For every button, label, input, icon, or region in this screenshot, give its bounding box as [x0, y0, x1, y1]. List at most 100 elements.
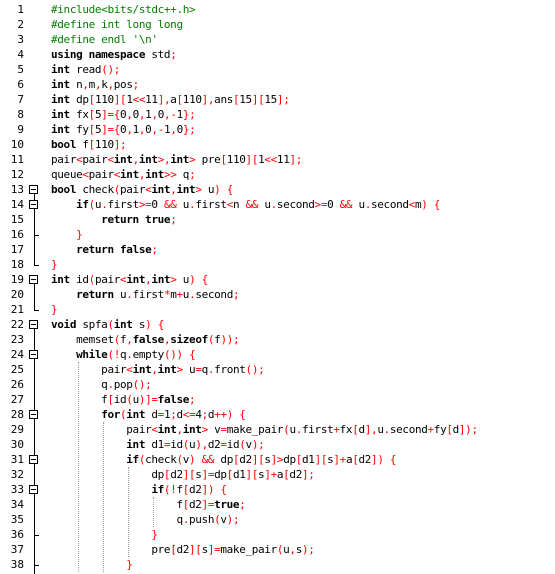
code-token: ]; — [113, 138, 127, 151]
code-token: ; — [239, 498, 246, 511]
code-line: pair<pair<int,int>,int> pre[110][1<<11]; — [51, 152, 302, 167]
code-token: using namespace — [51, 48, 146, 61]
code-token: > — [176, 363, 184, 376]
code-token: ]; — [301, 468, 315, 481]
code-token: [ — [352, 453, 359, 466]
code-token: , — [126, 333, 133, 346]
code-token: ; — [201, 408, 209, 421]
line-number: 9 — [17, 123, 24, 136]
code-token: ]= — [201, 468, 215, 481]
fold-collapse-icon[interactable] — [29, 410, 38, 419]
code-token: ) — [421, 198, 428, 211]
code-token: } — [51, 303, 58, 316]
code-token: u — [352, 198, 365, 211]
code-token: ]+ — [333, 453, 346, 466]
code-token: d2 — [358, 453, 372, 466]
code-token: u — [113, 288, 127, 301]
code-token: < — [76, 153, 83, 166]
code-line: } — [51, 227, 83, 242]
code-token: q — [51, 378, 108, 391]
code-line: while(!q.empty()) { — [51, 347, 196, 362]
code-token: int — [126, 273, 146, 286]
code-token: int — [51, 108, 70, 121]
line-number: 13 — [10, 183, 24, 196]
code-token: dp — [283, 453, 296, 466]
code-token — [51, 528, 151, 541]
code-area[interactable]: #include<bits/stdc++.h>#define int long … — [51, 0, 555, 574]
code-token: s — [201, 543, 209, 556]
indent-guide — [128, 467, 130, 557]
code-token: ]={ — [101, 123, 121, 136]
code-token: u — [289, 423, 296, 436]
fold-collapse-icon[interactable] — [29, 275, 38, 284]
code-token — [51, 228, 76, 241]
fold-collapse-icon[interactable] — [29, 200, 38, 209]
code-token: ; — [189, 393, 196, 406]
line-number: 25 — [10, 363, 24, 376]
code-token: if — [76, 198, 89, 211]
code-token: 1 — [164, 123, 171, 136]
line-number: 6 — [17, 78, 24, 91]
code-token: > — [201, 423, 209, 436]
code-token: ]={ — [101, 108, 121, 121]
code-token: [ — [107, 393, 114, 406]
code-token: ); — [301, 543, 315, 556]
code-token: < — [120, 273, 127, 286]
code-token: first — [302, 423, 334, 436]
code-token: pre — [195, 153, 221, 166]
code-token: [ — [176, 93, 184, 106]
fold-collapse-icon[interactable] — [29, 485, 38, 494]
code-token: u — [94, 198, 102, 211]
code-token: 4 — [195, 408, 202, 421]
code-line: return u.first*m+u.second; — [51, 287, 240, 302]
code-token — [51, 348, 76, 361]
fold-end-marker — [34, 235, 39, 236]
code-token: s — [258, 468, 265, 481]
code-line: } — [51, 527, 158, 542]
code-token: d1 — [302, 453, 315, 466]
code-token: { — [239, 408, 246, 421]
code-token: && — [201, 453, 215, 466]
code-line: int dp[110][1<<11],a[110],ans[15][15]; — [51, 92, 290, 107]
code-token: n — [69, 78, 83, 91]
code-token — [51, 288, 76, 301]
code-token: 0 — [176, 123, 184, 136]
line-number: 23 — [10, 333, 24, 346]
code-token: std — [145, 48, 171, 61]
code-token: v — [207, 423, 221, 436]
code-line: int n,m,k,pos; — [51, 77, 139, 92]
code-token: s — [327, 453, 334, 466]
fold-collapse-icon[interactable] — [29, 185, 38, 194]
code-token: = — [163, 438, 171, 451]
code-token: bool — [51, 183, 77, 196]
line-number: 2 — [17, 18, 24, 31]
line-number: 26 — [10, 378, 24, 391]
fold-collapse-icon[interactable] — [29, 455, 38, 464]
fold-collapse-icon[interactable] — [29, 320, 38, 329]
code-token: > — [195, 183, 202, 196]
code-token: 1 — [176, 108, 184, 121]
fold-collapse-icon[interactable] — [29, 350, 38, 359]
code-token — [51, 243, 76, 256]
code-token: ][ — [251, 93, 265, 106]
code-token: [ — [233, 93, 240, 106]
code-line: return false; — [51, 242, 158, 257]
code-token: pair — [120, 183, 146, 196]
code-token: void — [51, 318, 77, 331]
code-token: 0 — [145, 123, 152, 136]
code-token: (! — [163, 483, 177, 496]
code-token: v — [220, 513, 227, 526]
line-number: 17 — [10, 243, 24, 256]
code-line: f[id(u)]=false; — [51, 392, 196, 407]
code-token: , — [126, 108, 133, 121]
code-token: second — [371, 198, 409, 211]
line-number: 33 — [10, 483, 24, 496]
code-token: ], — [364, 423, 378, 436]
code-token: , — [132, 153, 140, 166]
code-token: < — [113, 168, 121, 181]
code-token: while — [76, 348, 108, 361]
code-token: { — [201, 273, 209, 286]
code-token: d — [452, 423, 460, 436]
code-token: . — [270, 198, 278, 211]
